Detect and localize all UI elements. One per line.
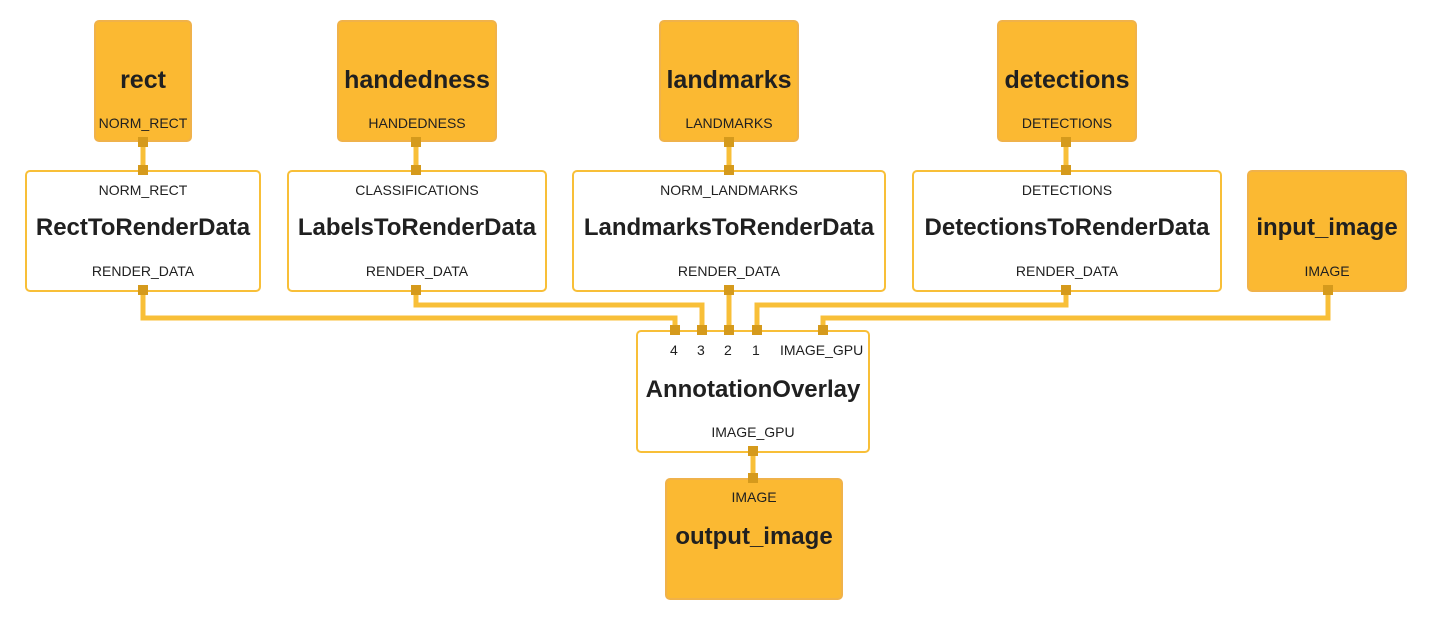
calculator-node-labels-to-render-data[interactable]: CLASSIFICATIONS LabelsToRenderData RENDE…: [287, 170, 547, 292]
port-overlay-input-image-gpu[interactable]: [818, 325, 828, 335]
port-detections-output[interactable]: [1061, 137, 1071, 147]
port-overlay-input-4[interactable]: [670, 325, 680, 335]
output-tag: RENDER_DATA: [365, 263, 469, 279]
port-labels-calc-output[interactable]: [411, 285, 421, 295]
overlay-input-port-label-4: 4: [670, 342, 678, 358]
port-handedness-output[interactable]: [411, 137, 421, 147]
calculator-title: AnnotationOverlay: [645, 376, 861, 403]
port-landmarks-output[interactable]: [724, 137, 734, 147]
calculator-title: LabelsToRenderData: [297, 214, 537, 241]
stream-title: input_image: [1256, 214, 1398, 241]
stream-title: output_image: [675, 523, 833, 550]
edge-input-image-to-overlay-image: [820, 290, 1331, 330]
stream-node-input-image[interactable]: input_image IMAGE: [1247, 170, 1407, 292]
stream-node-handedness[interactable]: handedness HANDEDNESS: [337, 20, 497, 142]
stream-title: detections: [1004, 66, 1130, 94]
port-input-image-output[interactable]: [1323, 285, 1333, 295]
calculator-title: RectToRenderData: [35, 214, 251, 241]
input-tag: NORM_LANDMARKS: [660, 182, 798, 198]
stream-node-output-image[interactable]: IMAGE output_image: [665, 478, 843, 600]
output-tag: RENDER_DATA: [677, 263, 781, 279]
overlay-input-port-label-1: 1: [752, 342, 760, 358]
output-tag: LANDMARKS: [685, 115, 773, 131]
calculator-title: DetectionsToRenderData: [924, 214, 1210, 241]
stream-title: handedness: [344, 66, 490, 94]
edge-detections-render-to-overlay-1: [754, 290, 1069, 330]
port-overlay-input-2[interactable]: [724, 325, 734, 335]
input-tag: DETECTIONS: [1021, 182, 1113, 198]
calculator-title: LandmarksToRenderData: [583, 214, 875, 241]
output-tag: NORM_RECT: [98, 115, 188, 131]
port-landmarks-calc-input[interactable]: [724, 165, 734, 175]
port-detections-calc-input[interactable]: [1061, 165, 1071, 175]
port-detections-calc-output[interactable]: [1061, 285, 1071, 295]
port-overlay-output-image-gpu[interactable]: [748, 446, 758, 456]
calculator-node-detections-to-render-data[interactable]: DETECTIONS DetectionsToRenderData RENDER…: [912, 170, 1222, 292]
output-tag: IMAGE_GPU: [711, 424, 795, 440]
stream-node-detections[interactable]: detections DETECTIONS: [997, 20, 1137, 142]
output-tag: DETECTIONS: [1021, 115, 1113, 131]
stream-node-rect[interactable]: rect NORM_RECT: [94, 20, 192, 142]
output-tag: RENDER_DATA: [91, 263, 195, 279]
input-tag: IMAGE: [731, 489, 777, 505]
port-labels-calc-input[interactable]: [411, 165, 421, 175]
port-rect-output[interactable]: [138, 137, 148, 147]
output-tag: IMAGE: [1304, 263, 1350, 279]
port-landmarks-calc-output[interactable]: [724, 285, 734, 295]
calculator-node-landmarks-to-render-data[interactable]: NORM_LANDMARKS LandmarksToRenderData REN…: [572, 170, 886, 292]
port-rect-calc-input[interactable]: [138, 165, 148, 175]
overlay-input-port-label-3: 3: [697, 342, 705, 358]
overlay-input-port-label-2: 2: [724, 342, 732, 358]
edge-labels-render-to-overlay-3: [413, 290, 705, 330]
port-overlay-input-3[interactable]: [697, 325, 707, 335]
output-tag: HANDEDNESS: [368, 115, 466, 131]
overlay-image-input-tag: IMAGE_GPU: [780, 342, 864, 358]
input-tag: CLASSIFICATIONS: [355, 182, 479, 198]
output-tag: RENDER_DATA: [1015, 263, 1119, 279]
stream-title: landmarks: [666, 66, 792, 94]
port-overlay-input-1[interactable]: [752, 325, 762, 335]
port-output-image-input[interactable]: [748, 473, 758, 483]
stream-title: rect: [120, 66, 166, 94]
input-tag: NORM_RECT: [98, 182, 188, 198]
port-rect-calc-output[interactable]: [138, 285, 148, 295]
calculator-node-rect-to-render-data[interactable]: NORM_RECT RectToRenderData RENDER_DATA: [25, 170, 261, 292]
edge-rect-render-to-overlay-4: [140, 290, 678, 330]
stream-node-landmarks[interactable]: landmarks LANDMARKS: [659, 20, 799, 142]
